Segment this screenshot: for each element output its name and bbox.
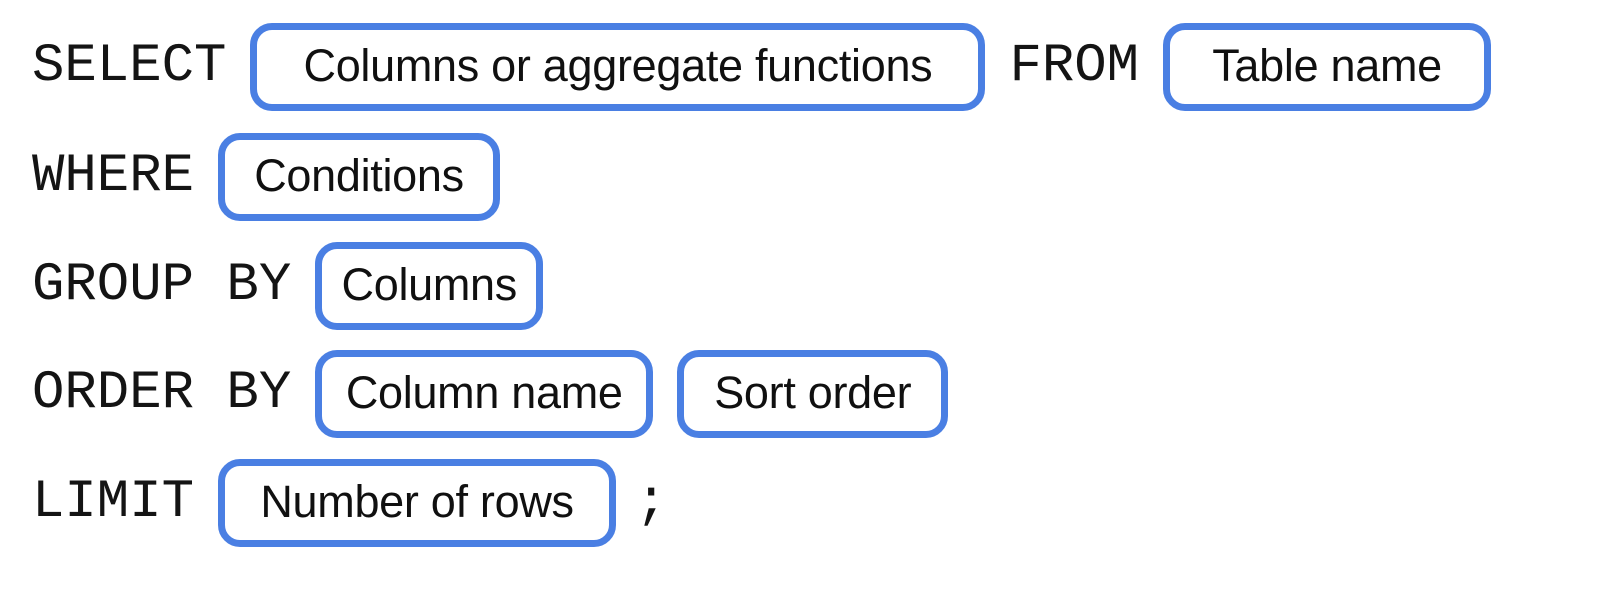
keyword-group-by: GROUP BY <box>32 255 292 316</box>
spacer <box>226 67 250 68</box>
spacer <box>1139 67 1163 68</box>
slot-limit-count[interactable]: Number of rows <box>218 459 617 547</box>
spacer <box>291 394 315 395</box>
spacer <box>653 394 677 395</box>
keyword-where: WHERE <box>32 146 195 207</box>
sql-line-limit: LIMIT Number of rows ; <box>0 453 667 553</box>
keyword-from: FROM <box>1009 36 1140 97</box>
slot-table-name[interactable]: Table name <box>1163 23 1492 111</box>
keyword-order-by: ORDER BY <box>32 363 292 424</box>
sql-line-group-by: GROUP BY Columns <box>0 236 544 336</box>
slot-select-expression[interactable]: Columns or aggregate functions <box>250 23 986 111</box>
slot-order-by-direction[interactable]: Sort order <box>677 350 949 438</box>
slot-label-limit-count: Number of rows <box>260 475 574 527</box>
sql-line-order-by: ORDER BY Column name Sort order <box>0 344 949 444</box>
slot-label-table-name: Table name <box>1212 39 1442 91</box>
slot-label-order-by-direction: Sort order <box>714 366 912 418</box>
slot-label-group-by-columns: Columns <box>341 258 518 310</box>
slot-where-conditions[interactable]: Conditions <box>218 133 501 221</box>
slot-order-by-column[interactable]: Column name <box>315 350 654 438</box>
sql-line-where: WHERE Conditions <box>0 127 501 227</box>
slot-label-select-expression: Columns or aggregate functions <box>303 39 933 91</box>
statement-terminator-semicolon: ; <box>635 472 668 533</box>
keyword-limit: LIMIT <box>32 472 195 533</box>
spacer <box>616 503 635 504</box>
spacer <box>194 177 218 178</box>
spacer <box>291 286 315 287</box>
slot-group-by-columns[interactable]: Columns <box>315 242 544 330</box>
slot-label-where-conditions: Conditions <box>254 149 464 201</box>
sql-line-select: SELECT Columns or aggregate functions FR… <box>0 17 1492 117</box>
spacer <box>985 67 1009 68</box>
slot-label-order-by-column: Column name <box>345 366 623 418</box>
keyword-select: SELECT <box>32 36 227 97</box>
spacer <box>194 503 218 504</box>
